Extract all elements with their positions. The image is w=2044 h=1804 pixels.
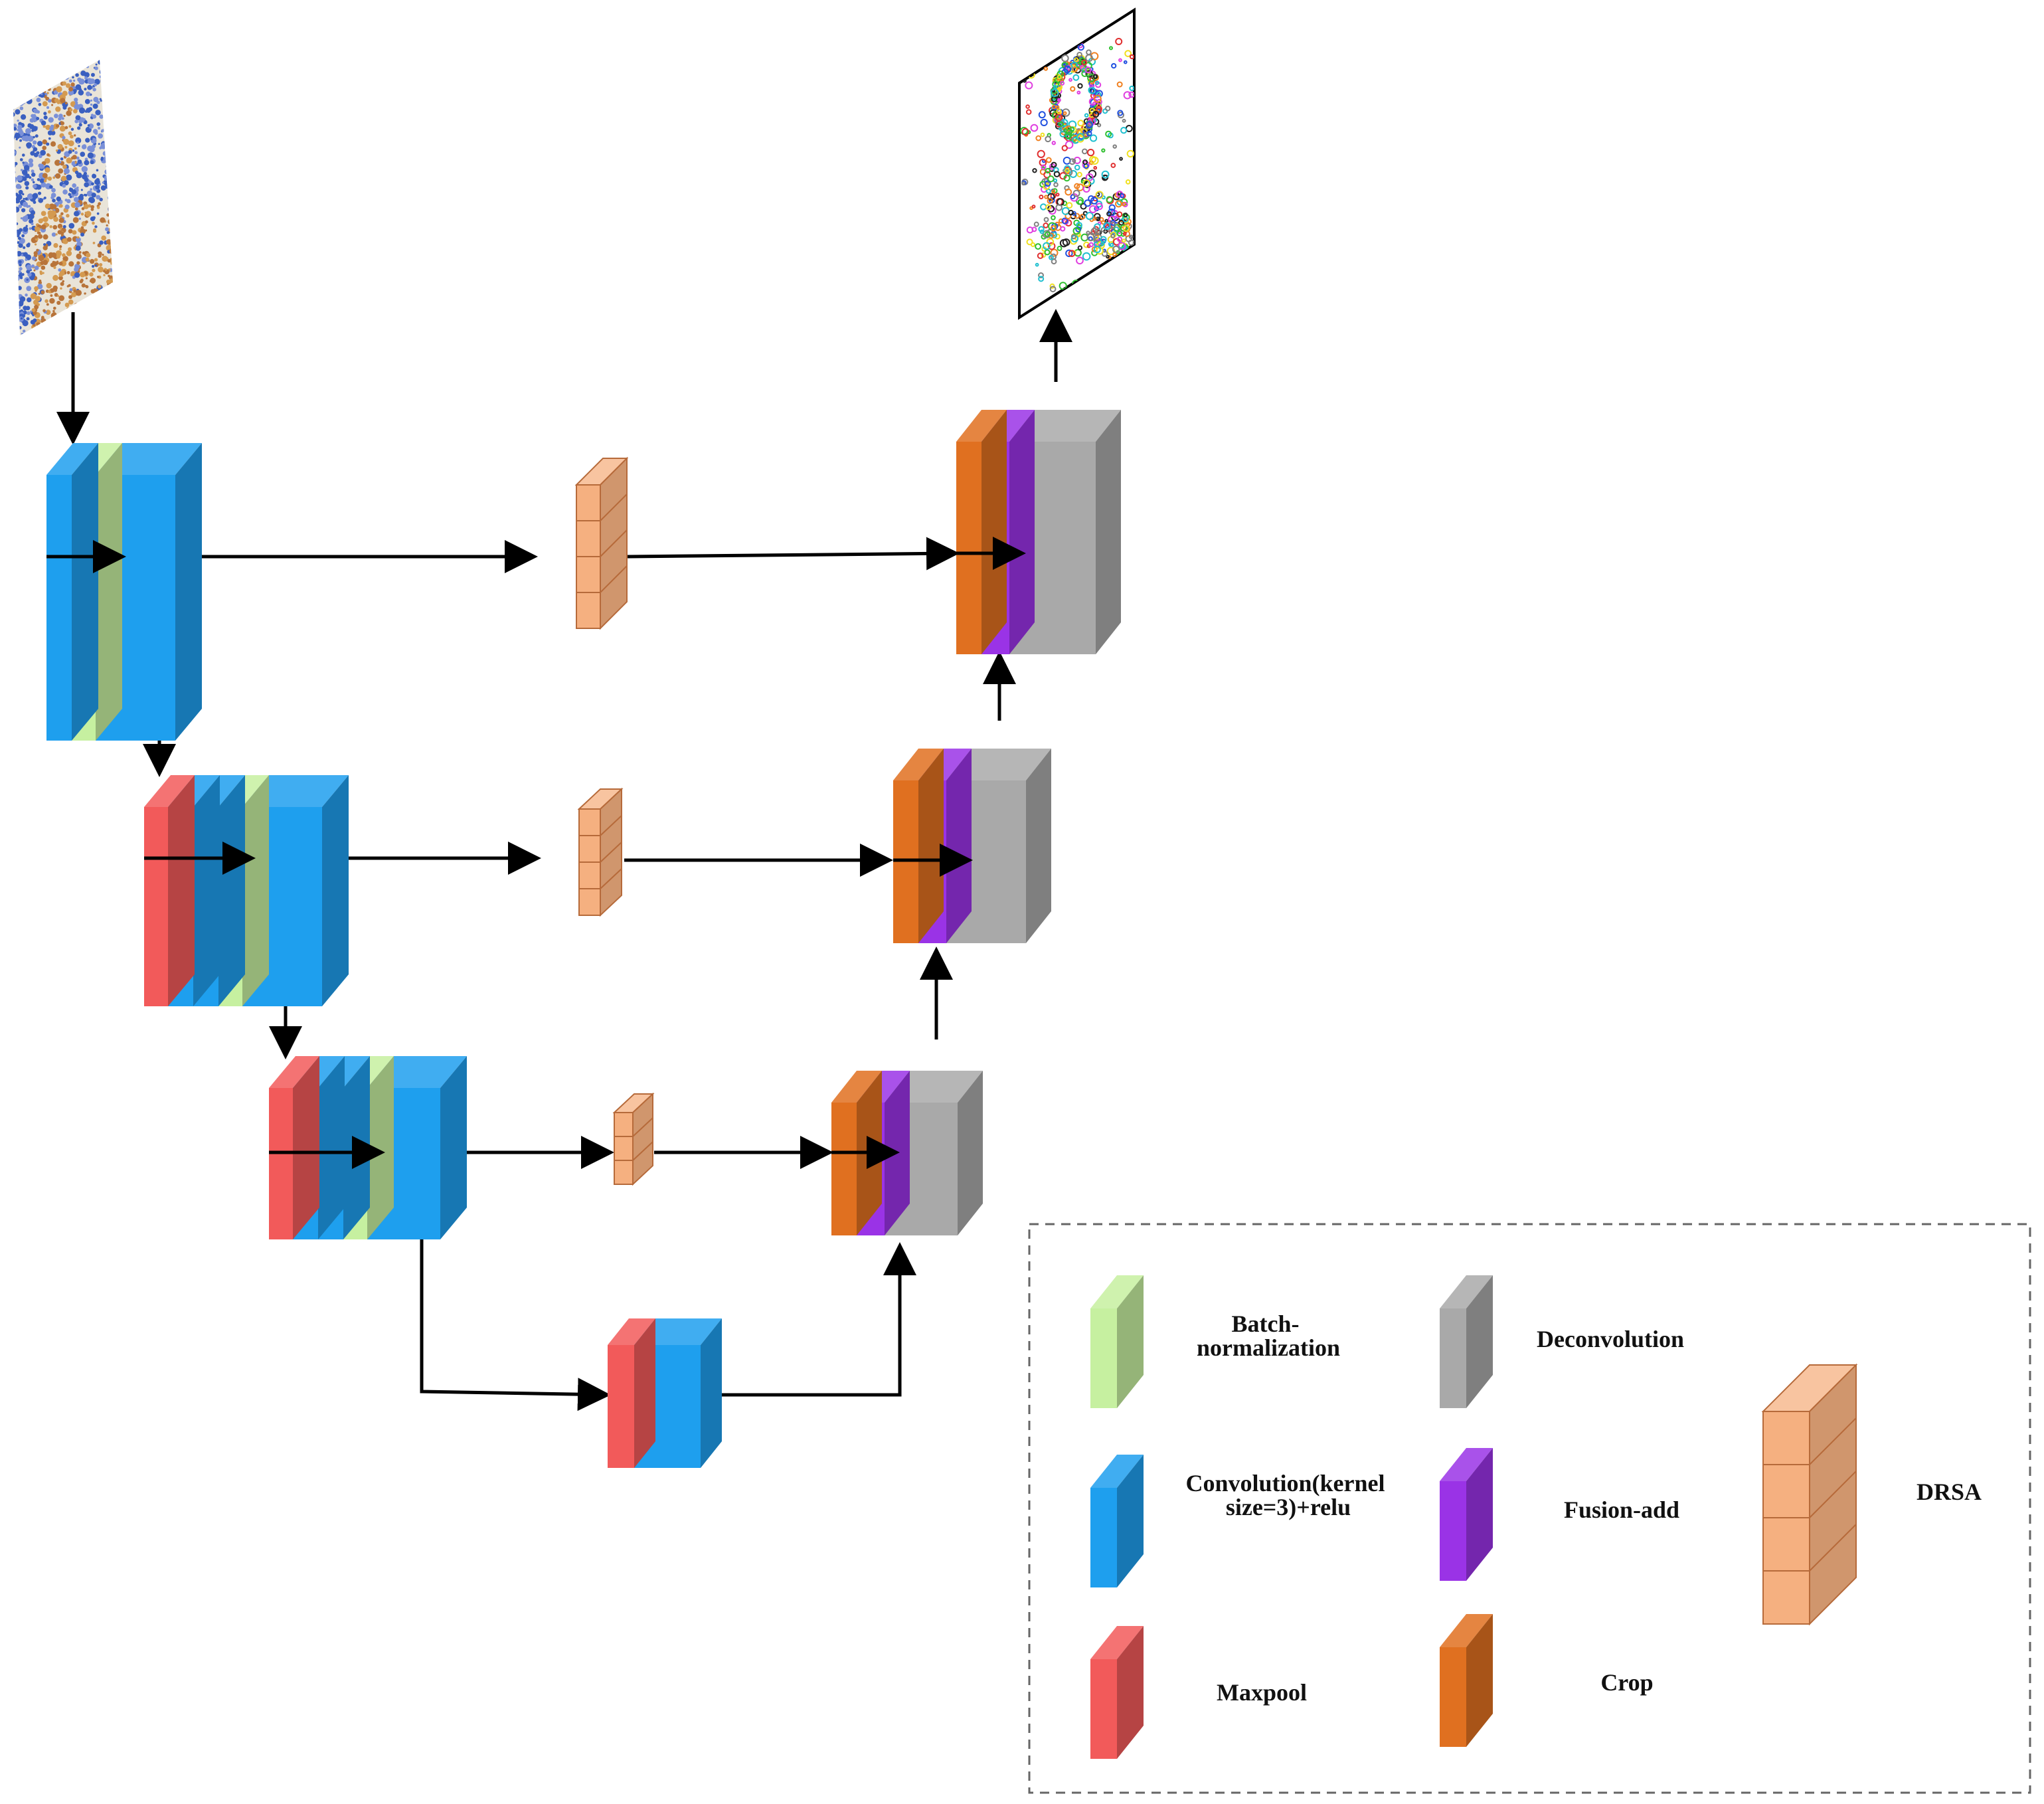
legend-label-batch-norm-line1: Batch- — [1232, 1310, 1300, 1337]
legend-label-convolution-line2: size=3)+relu — [1226, 1494, 1351, 1520]
legend-label-drsa: DRSA — [1916, 1479, 1982, 1505]
decoder-block-1 — [956, 410, 1121, 654]
legend-label-crop: Crop — [1600, 1669, 1653, 1696]
legend-label-batch-norm-line2: normalization — [1197, 1334, 1340, 1361]
convolution-layer — [46, 443, 98, 741]
legend-swatch-batch-norm — [1090, 1275, 1144, 1408]
network-blocks — [46, 410, 1121, 1468]
crop-layer — [893, 749, 944, 943]
crop-layer — [956, 410, 1007, 654]
legend-border — [1028, 1223, 2031, 1794]
maxpool-layer — [269, 1056, 319, 1239]
legend: Batch- normalization Convolution(kernel … — [1028, 1223, 2031, 1794]
legend-swatch-fusion-add — [1440, 1448, 1493, 1581]
arrow-enc3-to-bottleneck — [420, 1169, 611, 1411]
maxpool-layer — [608, 1318, 655, 1468]
legend-label-deconvolution: Deconvolution — [1537, 1326, 1684, 1352]
input-image — [13, 60, 113, 335]
legend-label-convolution: Convolution(kernel size=3)+relu — [1185, 1470, 1391, 1520]
drsa-module-2 — [577, 787, 624, 917]
bottleneck-block — [608, 1318, 722, 1468]
maxpool-layer — [144, 775, 195, 1006]
encoder-block-3 — [269, 1056, 467, 1239]
drsa-module-1 — [574, 456, 629, 630]
internal-arrows — [46, 537, 1026, 1169]
encoder-block-2 — [144, 775, 349, 1006]
legend-swatch-crop — [1440, 1614, 1493, 1747]
decoder-block-2 — [893, 749, 1051, 943]
legend-label-fusion-add: Fusion-add — [1564, 1496, 1679, 1523]
legend-swatch-convolution — [1090, 1455, 1144, 1587]
arrow-drsa1-to-dec1 — [627, 537, 960, 571]
legend-swatch-maxpool — [1090, 1626, 1144, 1759]
output-image — [1018, 7, 1136, 320]
legend-label-batch-norm: Batch- normalization — [1197, 1310, 1340, 1361]
legend-swatch-deconvolution — [1440, 1275, 1493, 1408]
legend-label-maxpool: Maxpool — [1217, 1679, 1307, 1706]
connection-arrows — [56, 309, 1072, 1411]
encoder-block-1 — [46, 443, 202, 741]
arrow-bottleneck-to-dec3 — [714, 1242, 916, 1397]
drsa-module-3 — [612, 1092, 655, 1186]
legend-label-convolution-line1: Convolution(kernel — [1185, 1470, 1385, 1496]
legend-swatch-drsa — [1761, 1363, 1858, 1626]
legend-swatches — [1090, 1275, 1858, 1759]
